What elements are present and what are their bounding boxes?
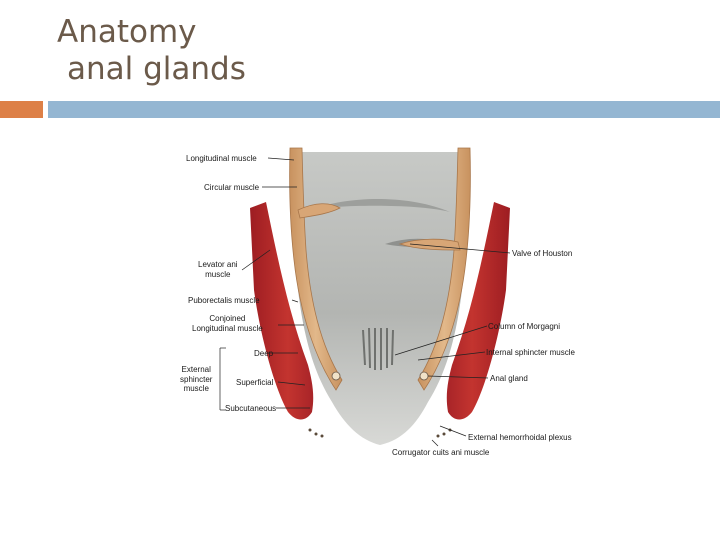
title-rule-bar [48,101,720,118]
label-external-hemorrhoidal-plexus: External hemorrhoidal plexus [468,433,572,442]
label-puborectalis-muscle: Puborectalis muscle [188,296,260,305]
title-line-2: anal glands [67,51,246,87]
label-conjoined-longitudinal-muscle: Conjoined Longitudinal muscle [192,314,263,333]
label-column-of-morgagni: Column of Morgagni [488,322,561,331]
label-superficial: Superficial [236,378,274,387]
mucosal-fold-shadow [310,198,450,212]
label-deep: Deep [254,349,274,358]
slide-title: Anatomy anal glands [57,14,246,88]
right-muscular-wall [417,147,471,391]
label-longitudinal-muscle: Longitudinal muscle [186,154,257,163]
label-internal-sphincter-muscle: Internal sphincter muscle [486,348,575,357]
title-line-1: Anatomy [57,14,197,50]
label-anal-gland: Anal gland [490,374,528,383]
right-anal-gland [419,371,429,381]
label-corrugator-cutis-ani-muscle: Corrugator cuits ani muscle [392,448,490,457]
columns-of-morgagni [362,327,394,370]
label-valve-of-houston: Valve of Houston [512,249,573,258]
left-anal-gland [331,371,341,381]
leader-lines [219,157,511,447]
label-circular-muscle: Circular muscle [204,183,260,192]
right-levator-ani-muscle [446,202,510,420]
anatomy-illustration [219,147,511,447]
label-subcutaneous: Subcutaneous [225,404,277,413]
rectal-lumen [293,152,467,445]
left-levator-ani-muscle [250,202,314,420]
hemorrhoidal-plexus [308,428,452,438]
accent-bar [0,101,43,118]
label-levator-ani-muscle: Levator ani muscle [198,260,238,279]
anal-anatomy-figure: Longitudinal muscle Circular muscle Leva… [170,140,590,470]
label-external-sphincter-muscle: External sphincter muscle [180,365,213,393]
left-circular-fold [297,203,341,219]
